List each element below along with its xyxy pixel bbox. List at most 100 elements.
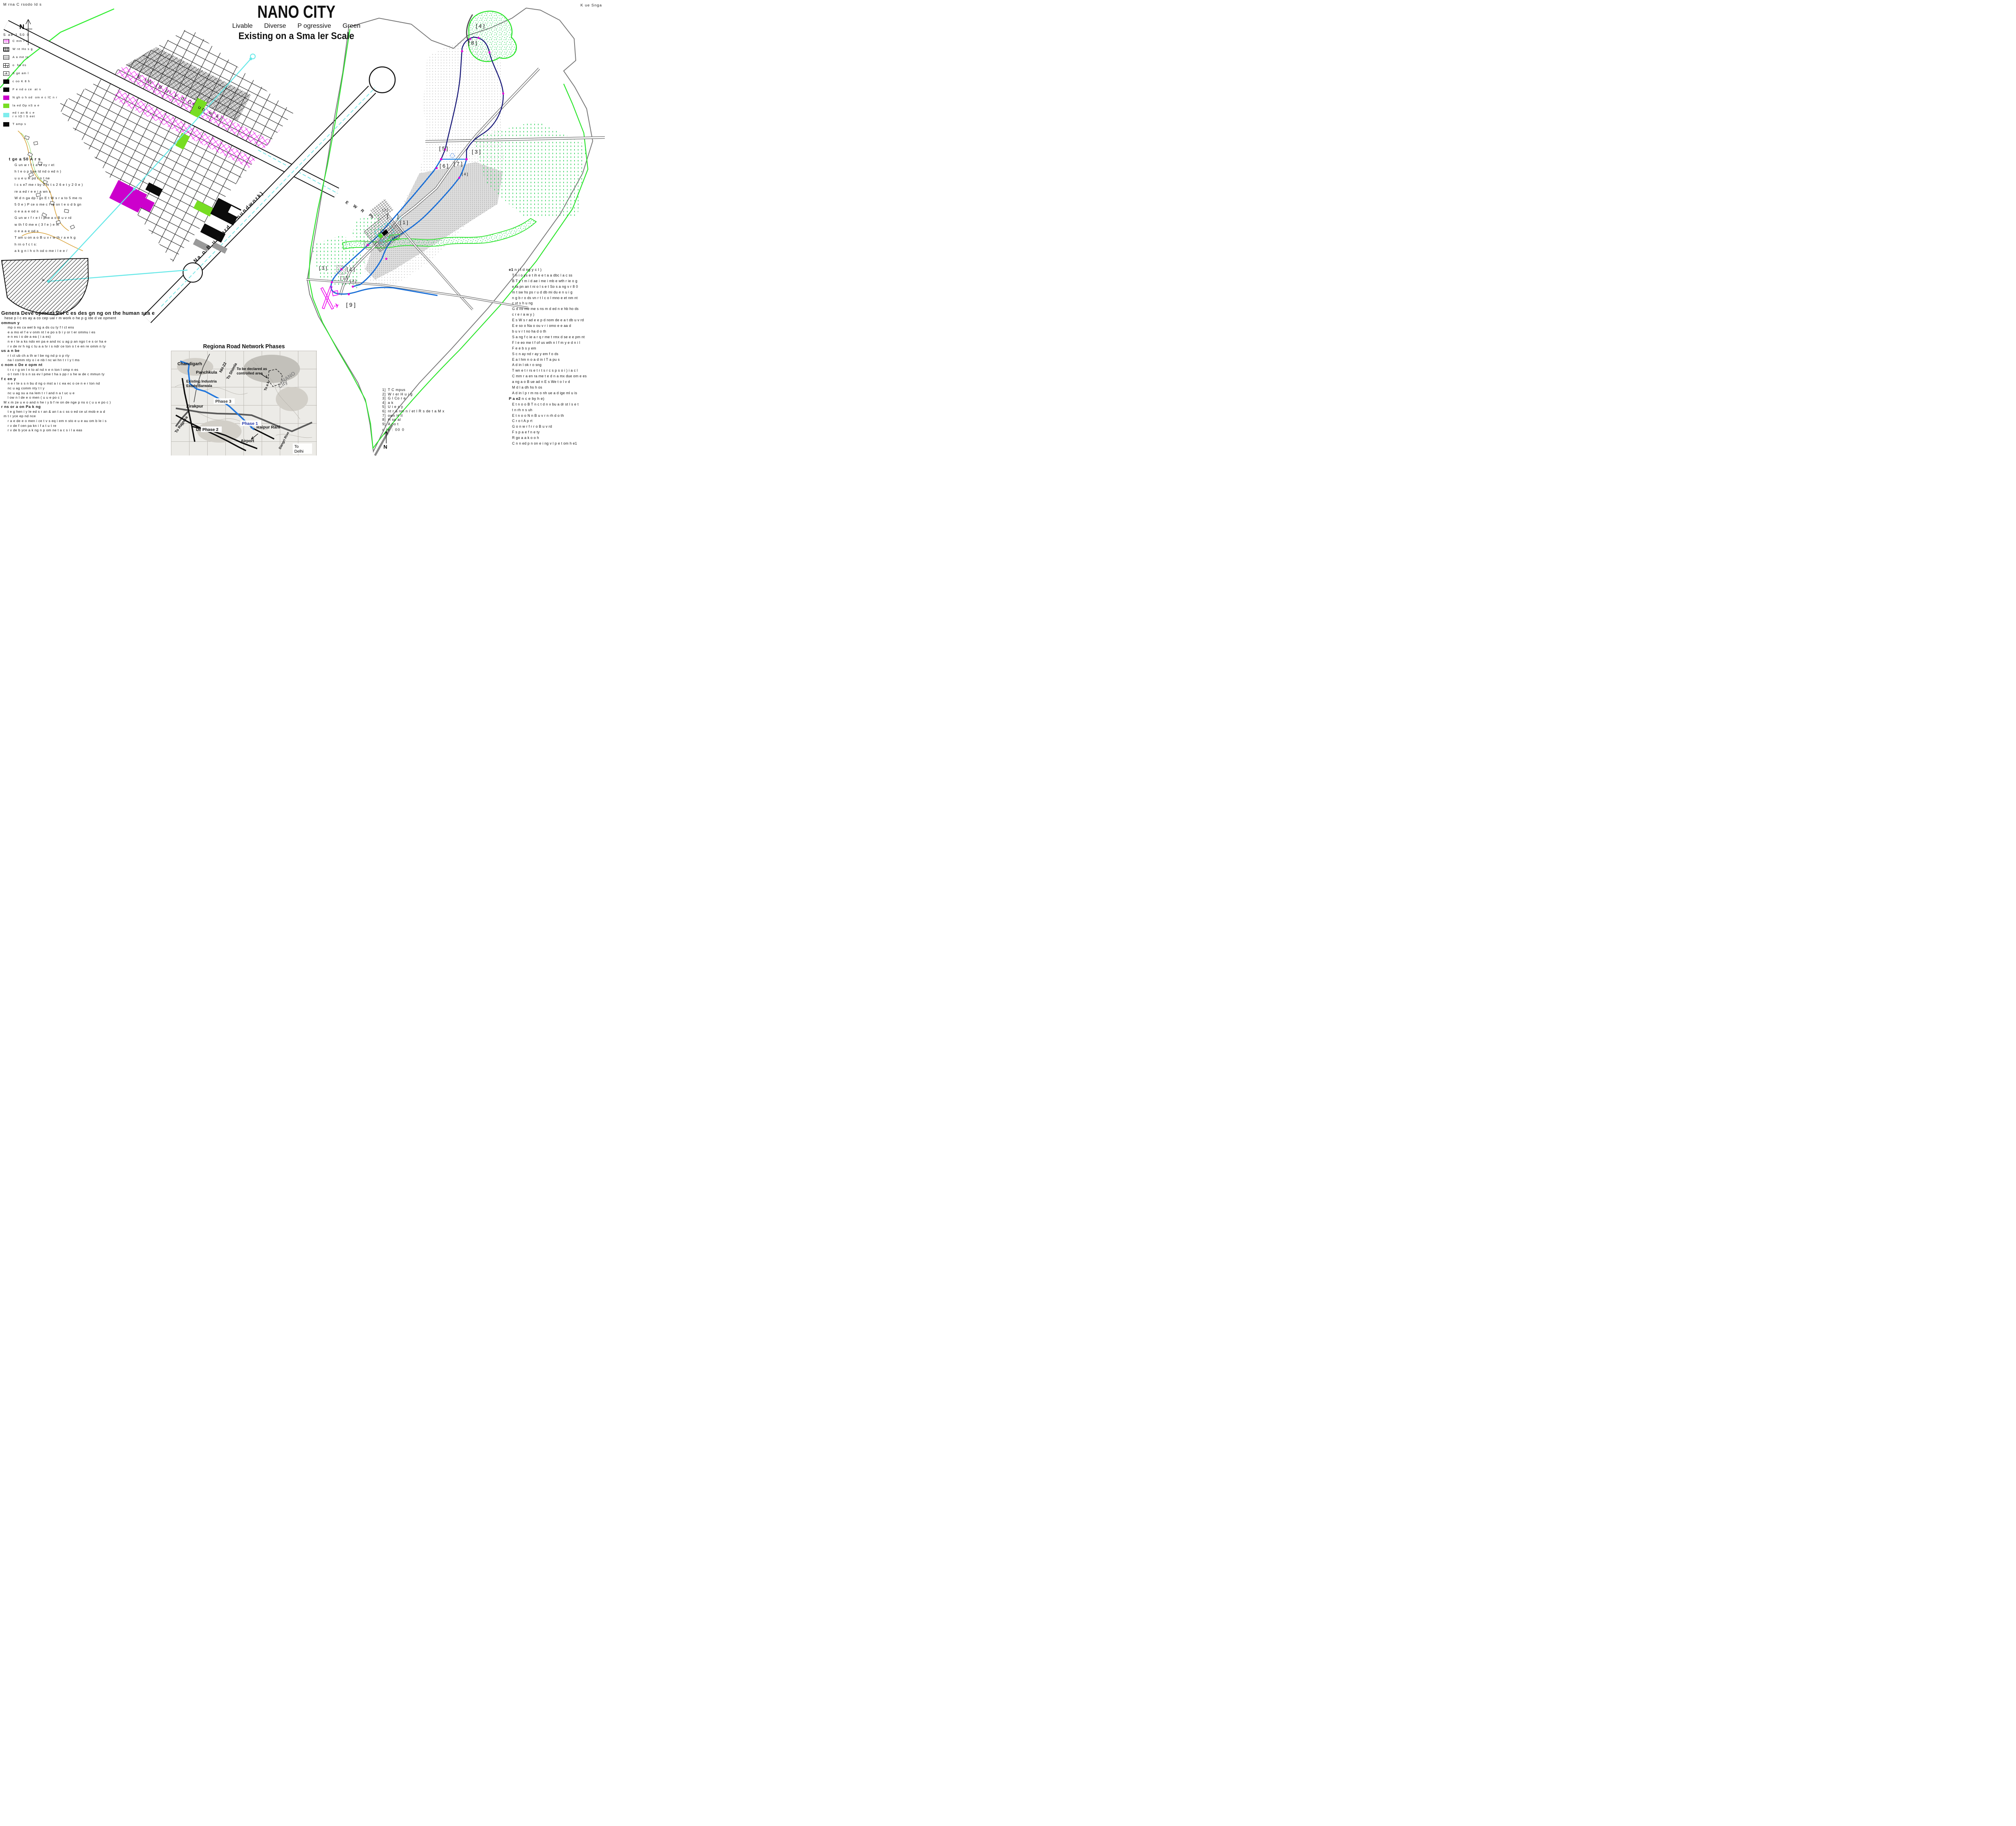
zone-label-2b: [ 2 ] xyxy=(350,279,356,283)
phase1-road xyxy=(180,360,255,431)
page-title: NANO CITY xyxy=(257,2,335,22)
text-line: T n i o ys e t ih e e t a a dbc l a c ss xyxy=(512,273,573,277)
terminal-outline xyxy=(332,290,339,296)
text-line: h t e o p bue ld nd o ed n ) xyxy=(15,169,62,174)
text-line: S a ng f c ie a r q r me t rmx d se e e … xyxy=(512,335,585,339)
fan-area-2 xyxy=(336,265,347,275)
legend-item-tech-campus: T amp s xyxy=(3,120,88,128)
phase1-heading: e1 n i t d ng y c l ) xyxy=(509,268,542,272)
phase1-road-west xyxy=(330,159,442,296)
airport-arrow xyxy=(251,433,258,440)
text-line: C n n ed p n on e i ng v l p e t om h e1 xyxy=(512,441,577,446)
forest-blob xyxy=(468,10,517,62)
boulevard-bulb-north xyxy=(369,66,396,94)
label-to-delhi-1: To xyxy=(294,445,299,449)
text-line: c r e r a w y ) xyxy=(512,312,535,317)
key-item: 7]own H ll xyxy=(382,413,403,418)
letter-e: E xyxy=(344,200,349,206)
text-line: na l comm nty o i e nb l nc wi hn t r l … xyxy=(8,358,80,362)
key-scale-note: c le : 00 0 xyxy=(382,428,405,432)
text-line: n g b r o ds vn r t l c o l mno e et nm … xyxy=(512,295,578,300)
north-compass-letter: N xyxy=(19,23,24,31)
stage1-cyan-boundary xyxy=(374,222,395,242)
green-zone-east xyxy=(474,121,587,218)
text-line: a ng a o B ue ad n E s We t o l v d xyxy=(512,380,570,384)
fire-police-swatch xyxy=(3,87,9,92)
zone-label-1a: [ 1 ] xyxy=(400,220,408,225)
label-chandigarh: Chandigarh xyxy=(177,362,202,366)
zone-label-blank: [ ] xyxy=(387,213,399,219)
text-line: W d n ga dp i go E t W s r a to 5 me rs xyxy=(15,196,82,200)
key-item: 2]W r er H u i g xyxy=(382,392,413,396)
text-line: l c s e7 me r by 0 m t s 2 6 e t y 2 0 e… xyxy=(15,183,83,187)
zone-label-8: [ 8 ] xyxy=(468,40,477,46)
special-blocks xyxy=(109,98,242,254)
text-line: l ow n l de e o men ( u u e po c ) xyxy=(8,395,62,400)
policies-heading: Genera Deve opment Pol c es des gn ng on… xyxy=(1,310,155,316)
controlled-area-arrow xyxy=(260,373,268,379)
label-phase3: Phase 3 xyxy=(215,399,231,404)
boulevard-bulb-south xyxy=(182,262,203,283)
zone-label-4c: [ 4 ] xyxy=(392,237,397,239)
text-line: b u v r t no ha d o th xyxy=(512,329,546,333)
ewr-phase-letters: E W R Ph xyxy=(344,200,375,220)
text-line: e ta pn an t ni o l s e t So s a ng v r … xyxy=(512,284,578,289)
north-compass: N xyxy=(19,19,32,45)
inset-map-canvas: Chandigarh Panchkula NH-22 To Shimla Zir… xyxy=(171,351,317,455)
zone-label-2a: [ 2 ] xyxy=(382,208,387,212)
section-community: ommun y xyxy=(1,320,20,325)
text-line: o t rsm l b s n ss ev l pme t ha s pp r … xyxy=(8,372,105,376)
legend-item-school: c oo K 8 h xyxy=(3,77,88,85)
stage1-park-block xyxy=(377,233,383,239)
runway-2 xyxy=(320,287,334,310)
site-boundary-green xyxy=(308,29,589,449)
existing-village xyxy=(18,131,83,251)
text-line: T am u on a o B u v r w th r a e k g xyxy=(15,235,76,240)
text-line: G un w r f r e t l pne a o B u v rd xyxy=(15,216,72,220)
text-line: w th f 0 me e ( 3 f e ) e in xyxy=(15,222,59,227)
open-space-block-2 xyxy=(175,132,190,150)
zone-label-1b: [ 1 ] xyxy=(381,229,387,233)
phase3-road xyxy=(175,408,312,433)
cyan-dashed-centerline-b xyxy=(161,87,375,307)
text-line: e n es i o de a ea ( i a es) xyxy=(8,335,51,339)
controlled-area-boundary xyxy=(268,369,283,387)
margin-note-left: M rna C rsodo ld s xyxy=(3,2,42,7)
lake: la xyxy=(1,258,89,316)
legend-item-commercial: C mm r al xyxy=(3,37,88,45)
phase-label-boxes: Phase 3 Phase 1 Phase 2 To Delhi xyxy=(201,398,312,454)
zone-label-4b: [ 4 ] xyxy=(462,172,468,176)
section-transportation-parking: r ns or a on Pa k ng xyxy=(1,405,41,410)
commercial-blocks-east xyxy=(275,75,294,171)
label-zirakpur: Zirakpur xyxy=(186,404,203,409)
open-space-swatch xyxy=(3,103,9,108)
zone-label-6: [ 6 ] xyxy=(439,163,448,169)
text-line: re a ed r e e i a wn s xyxy=(15,189,51,193)
tagline-diverse: Diverse xyxy=(264,23,286,29)
regional-road-network-inset: Regiona Road Network Phases xyxy=(171,343,317,455)
key-list: 1]T C mpus 2]W r er H u i g 3]G l Co r e… xyxy=(382,388,444,432)
park-parallelogram xyxy=(387,234,400,241)
text-line: S c n ay nd r ay y em f o ds xyxy=(512,351,558,356)
legend-item-warehousing: W re Ho s g xyxy=(3,45,88,53)
junction-dots xyxy=(331,37,504,295)
text-line: c vt s h u ng xyxy=(512,301,533,306)
airplane-icon: ✈ xyxy=(333,302,341,310)
text-line: nc u ag su a na lem t r l and n a t uc u… xyxy=(8,391,75,395)
nh22-road xyxy=(194,354,210,403)
zone-label-5: [ 5 ] xyxy=(439,146,448,152)
label-airport: Airport xyxy=(241,439,254,443)
text-line: 5 0 e ) P ce o me c l rp on t e o d b gn xyxy=(15,202,82,207)
text-line: r t ct ub ch a th w l be ng nd p o p rty xyxy=(8,353,70,358)
text-line: E s W s r ad e e p d nom de e a t db u v… xyxy=(512,318,584,322)
tech-campus-swatch xyxy=(3,122,9,127)
header: NANO CITY Livable Diverse P ogressive Gr… xyxy=(220,3,373,42)
text-line: nc u ag comm nty t l y xyxy=(8,386,45,390)
text-line: r v de f cen pa kn i f a t u t re xyxy=(8,423,56,428)
key-item: 9]A po t xyxy=(382,422,399,426)
key-item: 1]T C mpus xyxy=(382,388,406,392)
text-line: F e e b s y em xyxy=(512,346,536,350)
text-line: F l e eo me t f of us wth n l f m y e d … xyxy=(512,340,580,345)
open-space-block-1 xyxy=(190,98,207,119)
text-line: r a e de e o men i ce t v s eq i em n st… xyxy=(8,419,107,423)
